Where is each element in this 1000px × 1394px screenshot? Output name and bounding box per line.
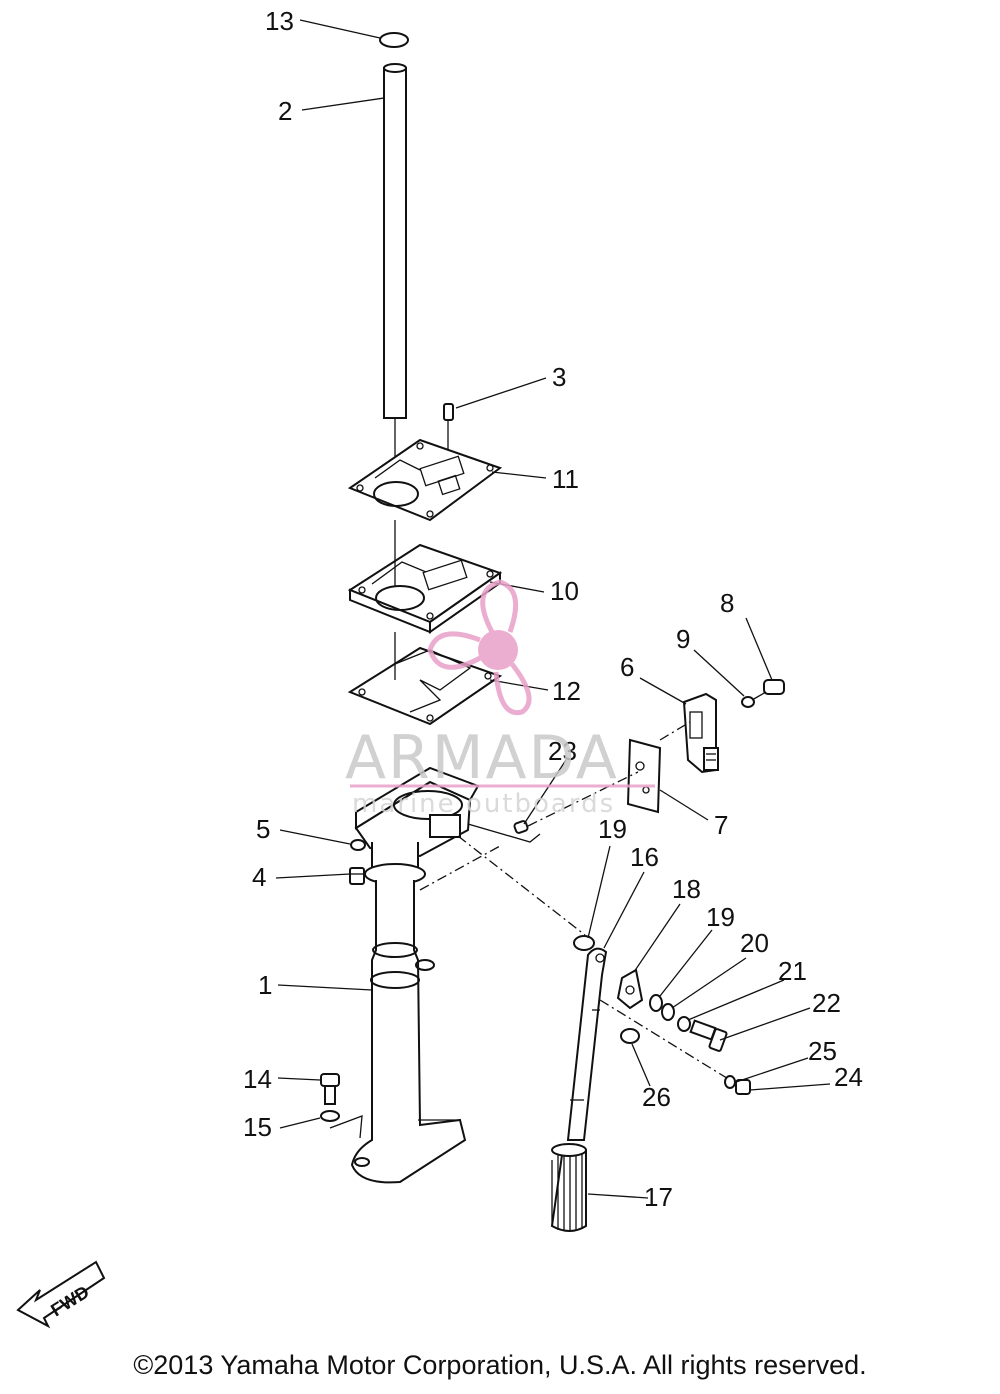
callout-12: 12: [552, 676, 581, 706]
part-3-pin: [443, 403, 454, 452]
callouts: 13 2 3 11 10 12 5 4 1 14 15 8 9 6 23 7 1…: [243, 6, 863, 1212]
guide-lines: [419, 721, 731, 1081]
part-22-bolt: [689, 1019, 728, 1052]
callout-11: 11: [552, 464, 579, 494]
callout-19-lower: 19: [706, 902, 735, 932]
copyright-notice: ©2013 Yamaha Motor Corporation, U.S.A. A…: [133, 1350, 867, 1380]
part-16-lever: [566, 947, 608, 1141]
part-19-clip-upper: [573, 935, 595, 951]
callout-23: 23: [548, 736, 577, 766]
callout-26: 26: [642, 1082, 671, 1112]
callout-2: 2: [278, 96, 292, 126]
part-25-washer: [724, 1075, 736, 1089]
callout-25: 25: [808, 1036, 837, 1066]
callout-5: 5: [256, 814, 270, 844]
part-14-bolt: [320, 1073, 340, 1105]
callout-19-upper: 19: [598, 814, 627, 844]
callout-14: 14: [243, 1064, 272, 1094]
callout-6: 6: [620, 652, 634, 682]
armada-watermark: ARMADA marine outboards: [345, 579, 655, 819]
part-6-bracket: [682, 692, 719, 774]
part-10-plate: [347, 520, 503, 634]
callout-15: 15: [243, 1112, 272, 1142]
part-5-washer: [350, 839, 366, 851]
fwd-arrow: FWD: [16, 1260, 106, 1329]
callout-13: 13: [265, 6, 294, 36]
part-26-knob: [620, 1028, 640, 1044]
callout-22: 22: [812, 988, 841, 1018]
part-1-casing: [350, 766, 480, 1184]
callout-3: 3: [552, 362, 566, 392]
part-18-cam: [616, 968, 644, 1010]
callout-20: 20: [740, 928, 769, 958]
part-11-gasket: [347, 438, 503, 522]
part-4-bolt: [349, 867, 365, 885]
part-12-gasket: [347, 632, 503, 726]
part-7-plate: [626, 738, 662, 814]
watermark-subtitle: marine outboards: [352, 789, 615, 819]
part-19-washer-lower: [649, 994, 663, 1012]
part-9-washer: [741, 696, 755, 708]
callout-17: 17: [644, 1182, 673, 1212]
part-2-tube: [383, 63, 407, 500]
part-15-washer: [320, 1110, 363, 1139]
callout-24: 24: [834, 1062, 863, 1092]
part-17-grip: [550, 1143, 587, 1232]
callout-16: 16: [630, 842, 659, 872]
callout-1: 1: [258, 970, 272, 1000]
callout-9: 9: [676, 624, 690, 654]
watermark-word: ARMADA: [345, 723, 619, 793]
callout-4: 4: [252, 862, 266, 892]
callout-8: 8: [720, 588, 734, 618]
part-24-screw: [735, 1079, 751, 1095]
part-8-screw: [751, 679, 785, 701]
callout-7: 7: [714, 810, 728, 840]
callout-18: 18: [672, 874, 701, 904]
part-21-washer: [677, 1016, 691, 1032]
part-20-washer: [661, 1003, 675, 1021]
callout-21: 21: [778, 956, 807, 986]
propeller-logo-icon: [427, 579, 532, 716]
part-13-oring: [379, 32, 409, 48]
callout-10: 10: [550, 576, 579, 606]
leader-lines: [275, 19, 831, 1199]
